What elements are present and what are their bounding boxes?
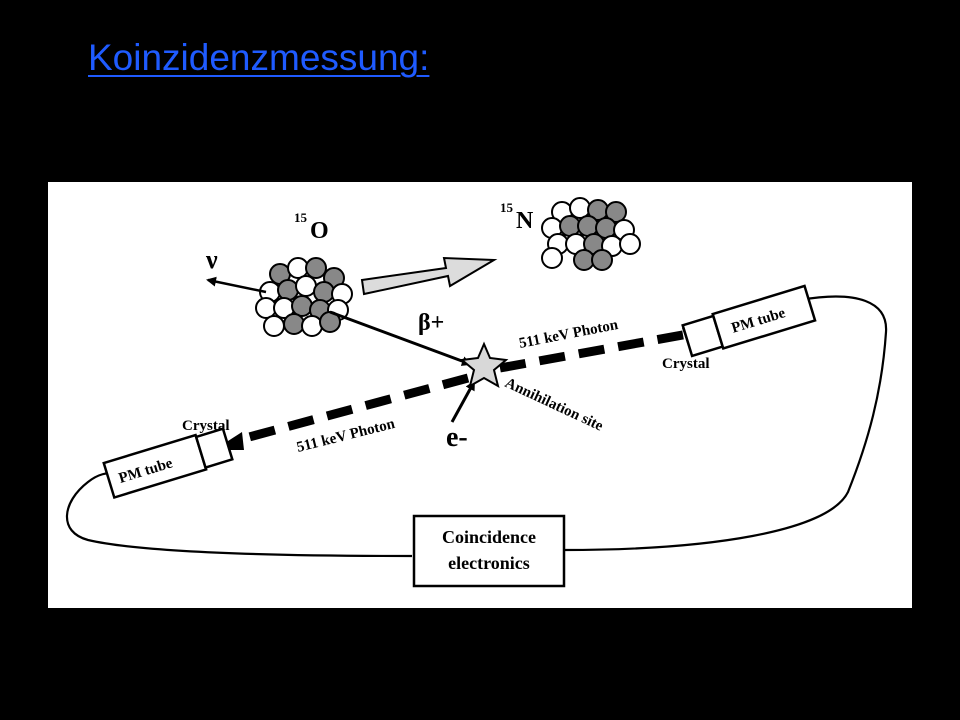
detector-left: PM tube [102, 427, 234, 500]
coincidence-label-1: Coincidence [442, 527, 536, 547]
crystal-right-label: Crystal [662, 356, 710, 372]
n15-nucleus [541, 197, 641, 271]
electron-label: e- [446, 422, 468, 453]
neutrino-arrow [206, 276, 267, 294]
o15-nucleus [255, 257, 353, 337]
crystal-left [194, 427, 234, 470]
positron-track [329, 310, 472, 366]
o15-mass-label: 15 [294, 210, 308, 225]
coincidence-box [412, 514, 566, 588]
pm-tube-right [711, 284, 817, 351]
beta-plus-label: β+ [418, 310, 444, 336]
coincidence-diagram: PM tube PM tube Coincidence electronics … [48, 182, 912, 608]
neutrino-label: ν [205, 245, 218, 274]
decay-arrow [360, 256, 498, 296]
annihilation-star [459, 341, 509, 389]
coincidence-label-2: electronics [448, 553, 530, 573]
detector-right: PM tube [681, 284, 817, 358]
o15-symbol-label: O [310, 218, 329, 244]
annihilation-site-label: Annihilation site [502, 375, 605, 435]
crystal-left-label: Crystal [182, 418, 230, 434]
n15-symbol-label: N [516, 208, 534, 234]
slide-title[interactable]: Koinzidenzmessung: [88, 37, 430, 78]
photon-right-label: 511 keV Photon [518, 317, 620, 352]
electron-arrow [450, 380, 476, 423]
n15-mass-label: 15 [500, 200, 514, 215]
signal-wire [65, 295, 888, 558]
photon-path-right [499, 329, 689, 373]
